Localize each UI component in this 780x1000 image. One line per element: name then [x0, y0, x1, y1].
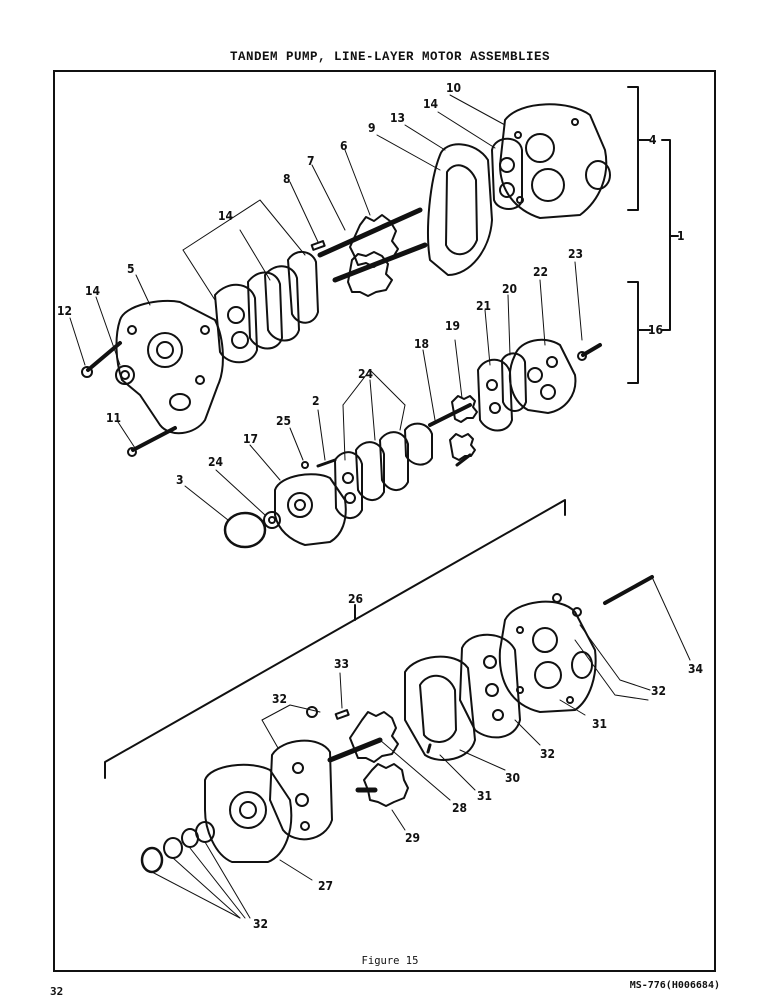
idler-gear-29: [355, 763, 409, 831]
pump-body-5: [115, 274, 224, 435]
gear-shaft-18-19: [422, 339, 478, 467]
callout-27: 27: [318, 879, 333, 893]
figure-caption: Figure 15: [361, 955, 419, 967]
callout-17: 17: [243, 432, 258, 446]
callout-7: 7: [307, 154, 315, 168]
callout-2: 2: [312, 394, 320, 408]
callout-5: 5: [127, 262, 135, 276]
page-number: 32: [50, 985, 64, 998]
callout-32b: 32: [272, 692, 287, 706]
pin-25: [289, 427, 309, 469]
gasket-plate-32-front: [261, 704, 333, 841]
callout-26: 26: [348, 592, 363, 606]
callout-22: 22: [533, 265, 548, 279]
callout-19: 19: [445, 319, 460, 333]
callout-32d: 32: [253, 917, 268, 931]
pump-housing-10: [449, 94, 611, 219]
callout-21: 21: [476, 299, 491, 313]
callout-31b: 31: [477, 789, 492, 803]
pin-2: [316, 409, 337, 468]
callout-30: 30: [505, 771, 520, 785]
key-33: [334, 672, 350, 720]
callout-34: 34: [688, 662, 704, 676]
gasket-14-upper: [437, 111, 523, 210]
callout-4: 4: [649, 133, 657, 147]
gasket-20: [501, 294, 527, 412]
motor-body-17: [249, 444, 347, 546]
callout-14c: 14: [85, 284, 101, 298]
callout-16: 16: [648, 323, 663, 337]
callout-23: 23: [568, 247, 583, 261]
gear-set-6-7: [289, 149, 428, 297]
assembly-bracket: [627, 86, 679, 384]
seal-24: [215, 469, 281, 529]
gear-housing-30: [404, 655, 506, 791]
washer-14-left: [95, 296, 135, 385]
bolt-23: [574, 261, 602, 361]
stud-11: [117, 421, 177, 457]
wear-plate-32: [459, 633, 541, 746]
bolt-12: [69, 317, 122, 378]
callout-14: 14: [423, 97, 439, 111]
page-title: TANDEM PUMP, LINE-LAYER MOTOR ASSEMBLIES: [229, 50, 551, 64]
callout-8: 8: [283, 172, 291, 186]
callout-10: 10: [446, 81, 461, 95]
seal-set-32-lower: [140, 821, 251, 919]
callout-25: 25: [276, 414, 291, 428]
callout-18: 18: [414, 337, 429, 351]
callout-31a: 31: [592, 717, 607, 731]
callout-33: 33: [334, 657, 349, 671]
callout-14b: 14: [218, 209, 234, 223]
small-pump-22: [508, 279, 577, 414]
callout-29: 29: [405, 831, 420, 845]
callout-13: 13: [390, 111, 405, 125]
figure-frame: [53, 70, 716, 972]
wear-plate-9: [376, 124, 493, 276]
motor-front-housing-27: [204, 763, 313, 881]
bolt-34: [603, 575, 691, 661]
callout-28: 28: [452, 801, 467, 815]
callout-3: 3: [176, 473, 184, 487]
callout-1: 1: [677, 229, 685, 243]
callout-9: 9: [368, 121, 376, 135]
callout-32c: 32: [540, 747, 555, 761]
gasket-set-14: [182, 199, 319, 364]
callout-24: 24: [358, 367, 374, 381]
callout-11: 11: [106, 411, 121, 425]
motor-assembly-bracket-28: [104, 499, 566, 779]
plate-21: [477, 309, 513, 432]
document-code: MS-776(H006684): [629, 980, 720, 991]
bolts-32-right: [552, 593, 651, 701]
callout-32a: 32: [651, 684, 666, 698]
gasket-set-24: [334, 369, 433, 519]
drive-gear-28: [327, 711, 451, 801]
o-ring-3: [184, 485, 267, 549]
motor-housing-31: [498, 600, 597, 716]
callout-6: 6: [340, 139, 348, 153]
callout-24b: 24: [208, 455, 224, 469]
callout-12: 12: [57, 304, 72, 318]
callout-20: 20: [502, 282, 517, 296]
